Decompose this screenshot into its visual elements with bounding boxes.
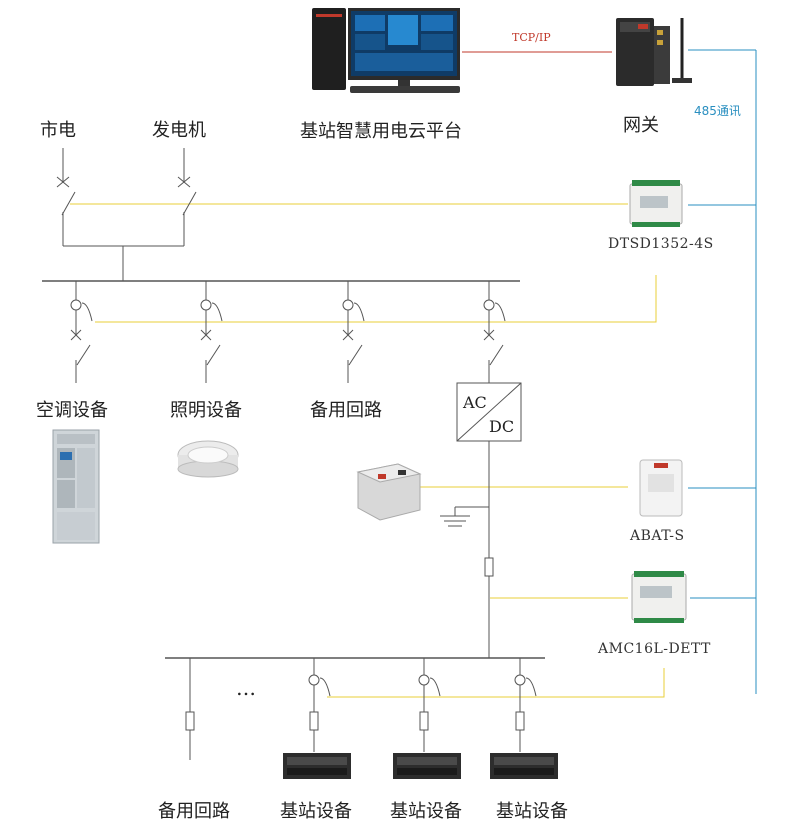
downlight-icon [177,440,239,478]
bts-unit-1-icon [283,753,351,779]
bts-unit-2-icon [393,753,461,779]
dc-meter-label: AMC16L-DETT [598,641,711,657]
computer-icon [312,8,460,93]
ellipsis-label: … [236,676,256,700]
rs485-label: 485通讯 [694,104,741,118]
bts-unit-3-icon [490,753,558,779]
current-transformers [70,299,537,697]
grid-label: 市电 [40,120,76,141]
battery-monitor-icon [639,459,683,517]
dc-meter-icon [631,571,687,623]
bts3-label: 基站设备 [496,801,568,822]
acdc-dc-label: DC [489,417,515,436]
acdc-converter-box [456,382,522,442]
comm-lines [462,49,757,694]
bts2-label: 基站设备 [390,801,462,822]
battery-monitor-label: ABAT-S [630,528,685,544]
meter-dtsd-icon [629,180,683,227]
power-lines [42,148,545,760]
fuses [185,557,525,731]
bts1-label: 基站设备 [280,801,352,822]
acdc-ac-label: AC [463,393,487,412]
tcp-label: TCP/IP [512,31,551,44]
spare-circuit-top-label: 备用回路 [310,400,382,421]
gateway-icon [616,18,692,86]
lighting-label: 照明设备 [170,400,242,421]
signal-lines [70,203,665,698]
air-conditioner-icon [52,429,100,544]
platform-label: 基站智慧用电云平台 [300,121,462,142]
generator-label: 发电机 [152,120,206,141]
gateway-label: 网关 [623,115,659,136]
spare-circuit-bottom-label: 备用回路 [158,801,230,822]
ac-equipment-label: 空调设备 [36,400,108,421]
battery-icon [356,463,422,521]
meter-main-label: DTSD1352-4S [608,236,714,252]
